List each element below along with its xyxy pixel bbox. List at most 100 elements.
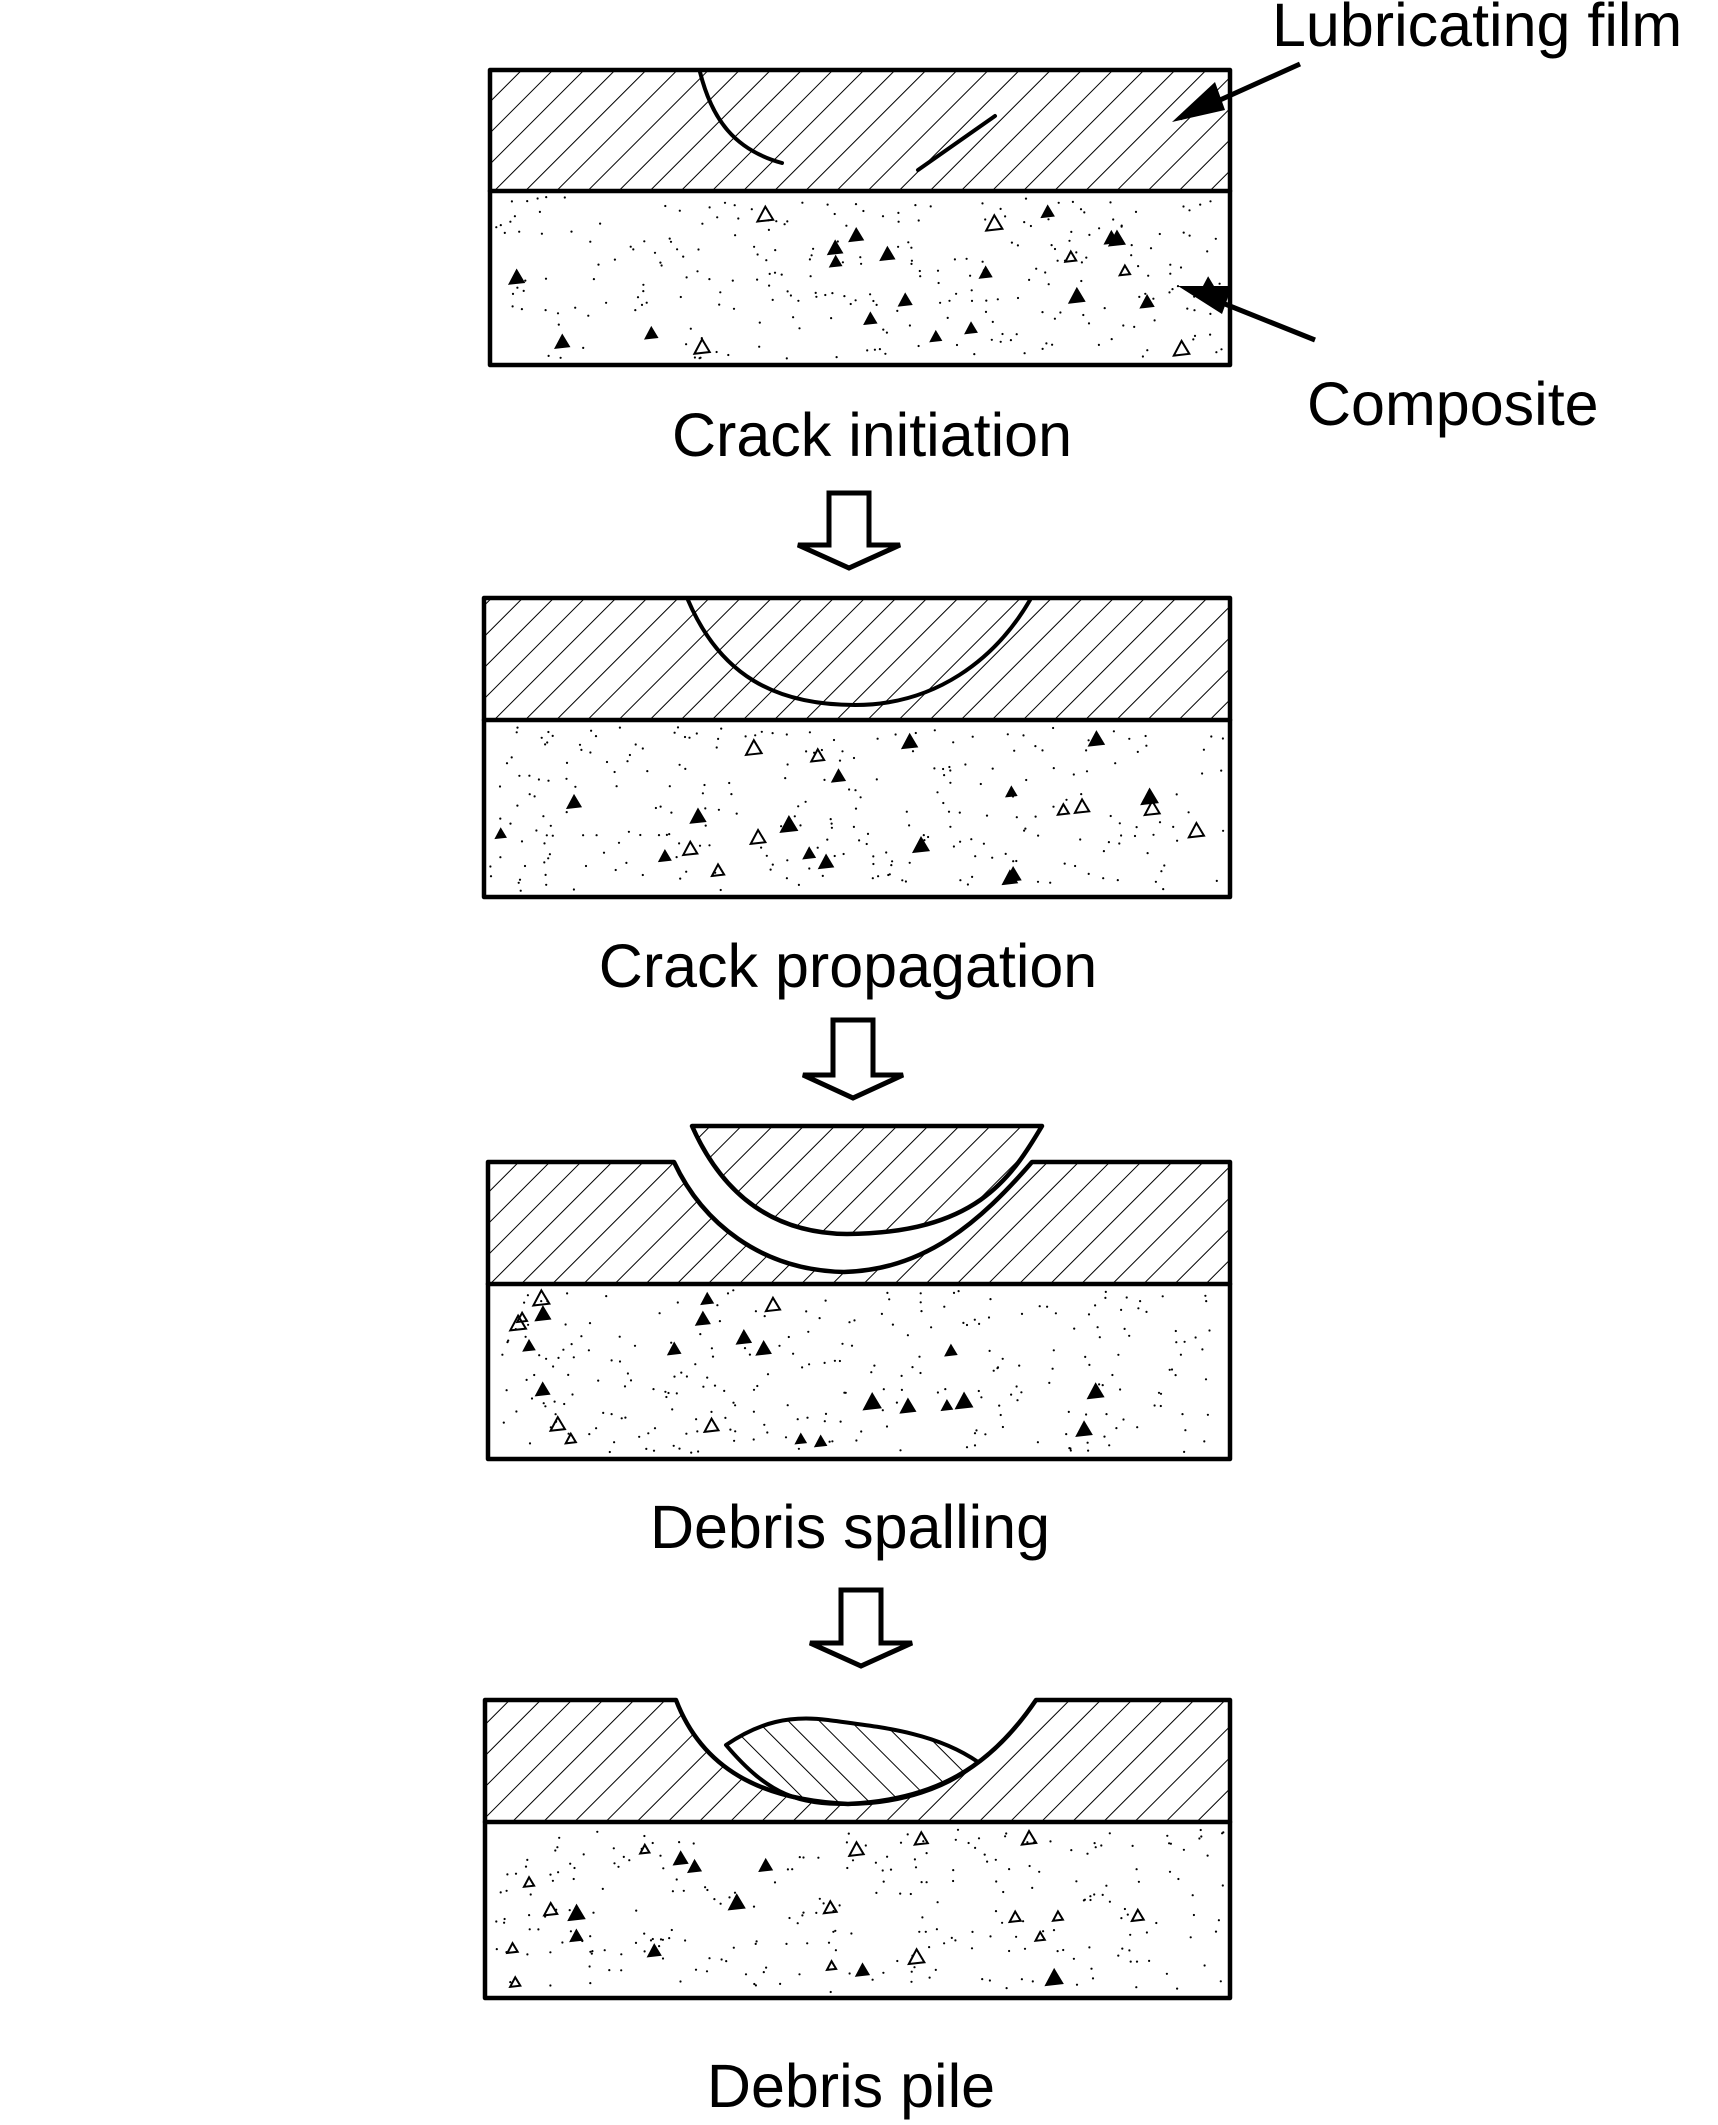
particle <box>779 815 799 834</box>
particle <box>1086 1382 1105 1400</box>
stage-crack-initiation: Crack initiation <box>487 67 1233 469</box>
particle <box>563 1431 578 1445</box>
label-lubricating-film: Lubricating film <box>1272 0 1682 59</box>
particle <box>522 1875 536 1889</box>
stage-debris-spalling: Debris spalling <box>485 1123 1233 1561</box>
flow-arrow <box>808 1587 914 1669</box>
callout-lubricating-film: Lubricating film <box>1172 0 1682 122</box>
particle <box>828 254 843 268</box>
particle <box>548 1415 567 1432</box>
composite-layer <box>490 191 1230 365</box>
particle <box>862 1392 882 1411</box>
flow-arrow <box>801 1017 905 1101</box>
particle <box>689 807 707 824</box>
composite-particles <box>495 1828 1225 1994</box>
particle <box>1007 1909 1023 1924</box>
particle <box>666 1341 682 1356</box>
particle <box>817 853 835 870</box>
particle <box>899 1397 917 1414</box>
composite-layer <box>485 1822 1230 1998</box>
particle <box>657 848 672 863</box>
stage-caption: Debris spalling <box>650 1493 1050 1561</box>
particle <box>794 1432 808 1445</box>
particle <box>897 292 913 307</box>
particle <box>907 1947 927 1966</box>
particle <box>848 226 865 243</box>
particle <box>1073 797 1091 815</box>
spalled-debris <box>689 1123 1045 1237</box>
particle <box>710 862 726 878</box>
particle <box>1004 785 1018 798</box>
particle <box>1040 204 1055 219</box>
stage-caption: Crack initiation <box>672 401 1072 469</box>
particle <box>912 1830 930 1846</box>
particle <box>755 204 775 223</box>
particle <box>1051 1909 1065 1922</box>
composite-particles <box>495 196 1223 360</box>
particle <box>900 732 919 750</box>
lubricating-film-layer <box>490 70 1230 191</box>
particle <box>643 325 659 340</box>
particle <box>758 1857 774 1873</box>
particle <box>542 1900 559 1917</box>
particle <box>508 1975 522 1989</box>
stage-debris-pile: Debris pile <box>482 1697 1233 2120</box>
particle <box>1020 1828 1038 1846</box>
particle <box>809 747 826 763</box>
composite-particles <box>489 726 1225 892</box>
crack-line <box>916 114 997 172</box>
stage-caption: Crack propagation <box>599 932 1097 1000</box>
particle <box>534 1305 552 1322</box>
particle <box>1033 1929 1047 1943</box>
particle <box>826 239 844 256</box>
particle <box>505 1941 520 1955</box>
particle <box>686 1858 703 1874</box>
flow-arrow <box>796 490 902 571</box>
lubricating-film-layer <box>485 1700 1230 1822</box>
particle <box>748 827 768 846</box>
arrow-head <box>1178 286 1232 314</box>
particle <box>1130 1907 1146 1923</box>
particle <box>565 793 583 810</box>
stage-caption: Debris pile <box>707 2052 995 2120</box>
particle <box>822 1899 839 1915</box>
particle <box>978 265 993 279</box>
particle <box>735 1329 753 1345</box>
particle <box>531 1288 551 1307</box>
particle <box>1139 294 1155 309</box>
particle <box>672 1850 689 1866</box>
particle <box>692 337 712 355</box>
particle <box>1004 865 1022 883</box>
particle <box>700 1291 715 1306</box>
particle <box>554 333 571 350</box>
particle <box>879 245 896 262</box>
lubricating-film-layer <box>488 1162 1230 1284</box>
particle <box>1187 821 1206 839</box>
particle <box>646 1943 662 1958</box>
particle <box>847 1840 866 1858</box>
particle <box>944 1343 958 1357</box>
particle <box>830 768 847 783</box>
particle <box>1075 1420 1093 1438</box>
particle <box>854 1962 871 1977</box>
particle <box>940 1398 954 1412</box>
particle <box>508 1313 528 1332</box>
particle <box>954 1391 974 1410</box>
particle <box>1044 1967 1064 1987</box>
particle <box>494 827 507 840</box>
crack-line <box>686 598 1032 708</box>
particle <box>522 1338 536 1352</box>
particle <box>1087 730 1106 747</box>
label-composite: Composite <box>1307 370 1599 438</box>
particle <box>638 1842 652 1855</box>
particle <box>911 836 931 854</box>
particle <box>1117 263 1132 277</box>
particle <box>825 1959 838 1972</box>
particle <box>534 1381 551 1397</box>
particle <box>863 311 878 326</box>
particle <box>744 738 764 757</box>
particle <box>813 1434 828 1448</box>
composite-particles <box>501 1288 1211 1454</box>
particle <box>1067 286 1086 304</box>
